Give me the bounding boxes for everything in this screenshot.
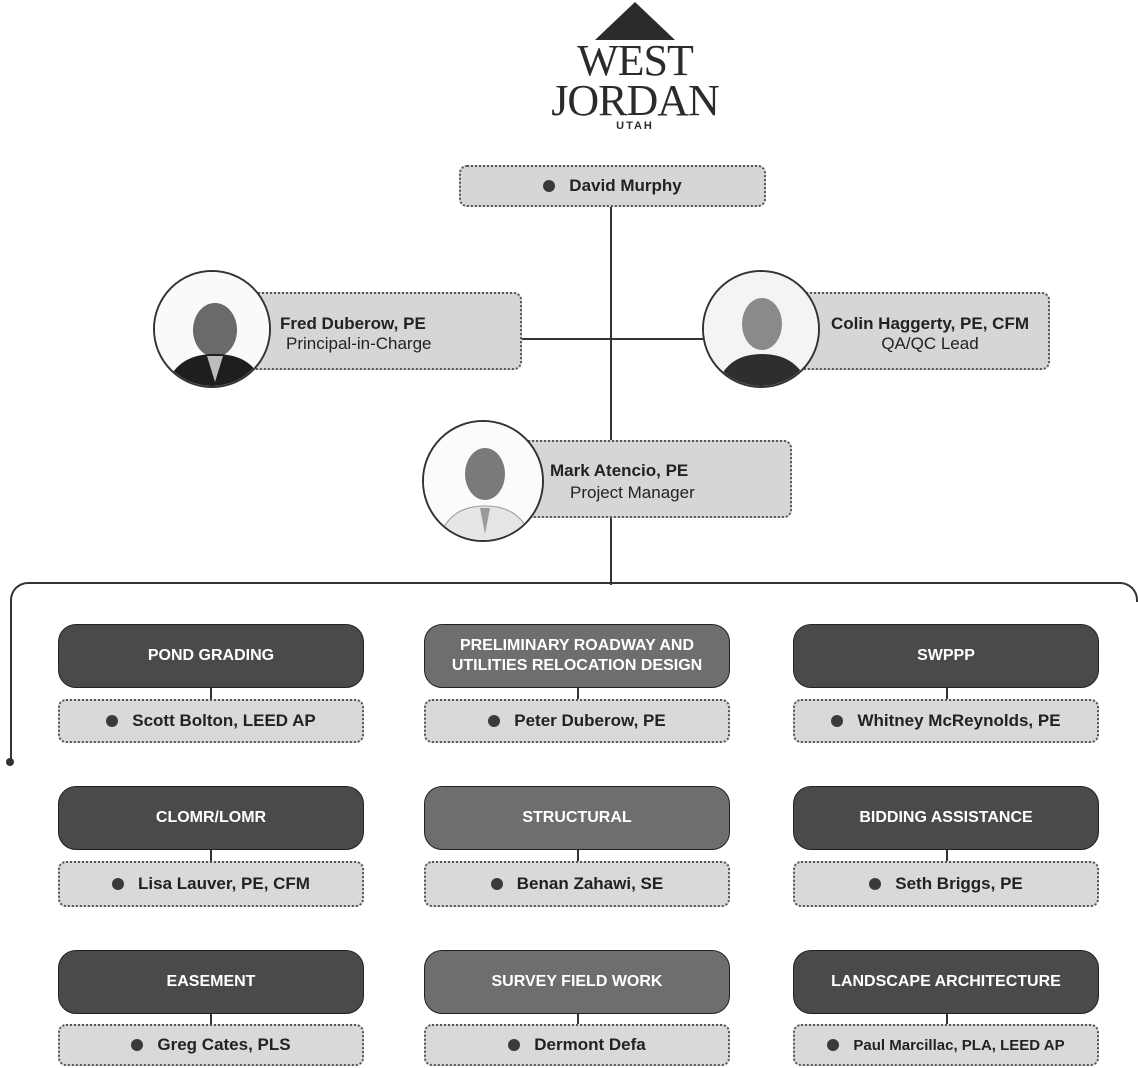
discipline-person-survey-field-work: Dermont Defa xyxy=(424,1024,730,1066)
discipline-header-structural: STRUCTURAL xyxy=(424,786,730,850)
discipline-person-structural: Benan Zahawi, SE xyxy=(424,861,730,907)
connector-horizontal-teams xyxy=(28,582,1122,584)
discipline-person-bidding-assistance: Seth Briggs, PE xyxy=(793,861,1099,907)
connector-left-drop xyxy=(10,600,12,762)
connector-vertical-main xyxy=(610,200,612,585)
bullet-icon xyxy=(831,715,844,727)
person-name: Lisa Lauver, PE, CFM xyxy=(138,874,310,893)
right-lead-role: QA/QC Lead xyxy=(881,334,979,353)
connector-d0 xyxy=(210,686,212,700)
discipline-header-pond-grading: POND GRADING xyxy=(58,624,364,688)
discipline-header-roadway-utilities: PRELIMINARY ROADWAY AND UTILITIES RELOCA… xyxy=(424,624,730,688)
manager-name: Mark Atencio, PE xyxy=(550,461,689,480)
discipline-person-easement: Greg Cates, PLS xyxy=(58,1024,364,1066)
connector-d7 xyxy=(577,1012,579,1026)
logo-line-1: WEST xyxy=(577,36,694,85)
connector-d8 xyxy=(946,1012,948,1026)
connector-d2 xyxy=(946,686,948,700)
discipline-person-roadway-utilities: Peter Duberow, PE xyxy=(424,699,730,743)
connector-horizontal-leads xyxy=(512,338,710,340)
left-lead-name: Fred Duberow, PE xyxy=(280,314,426,333)
discipline-person-clomr-lomr: Lisa Lauver, PE, CFM xyxy=(58,861,364,907)
connector-right-corner xyxy=(1118,582,1138,602)
person-name: Benan Zahawi, SE xyxy=(516,874,664,893)
person-name: Dermont Defa xyxy=(534,1035,646,1054)
logo-subtitle: UTAH xyxy=(616,120,654,132)
discipline-person-swppp: Whitney McReynolds, PE xyxy=(793,699,1099,743)
person-name: Scott Bolton, LEED AP xyxy=(132,711,316,730)
left-lead-box: Fred Duberow, PE Principal-in-Charge xyxy=(230,292,522,370)
connector-d1 xyxy=(577,686,579,700)
bullet-icon xyxy=(112,878,125,890)
connector-d6 xyxy=(210,1012,212,1026)
west-jordan-logo: WEST JORDAN UTAH xyxy=(540,0,730,150)
connector-d3 xyxy=(210,848,212,862)
person-name: Whitney McReynolds, PE xyxy=(857,711,1061,730)
discipline-header-bidding-assistance: BIDDING ASSISTANCE xyxy=(793,786,1099,850)
person-name: Seth Briggs, PE xyxy=(895,874,1023,893)
person-name: Greg Cates, PLS xyxy=(157,1035,291,1054)
bullet-icon xyxy=(490,878,503,890)
discipline-person-landscape-architecture: Paul Marcillac, PLA, LEED AP xyxy=(793,1024,1099,1066)
bullet-icon xyxy=(106,715,119,727)
bullet-icon xyxy=(827,1039,840,1051)
connector-d4 xyxy=(577,848,579,862)
discipline-header-survey-field-work: SURVEY FIELD WORK xyxy=(424,950,730,1014)
bullet-icon xyxy=(488,715,501,727)
bullet-icon xyxy=(508,1039,521,1051)
top-person-name: David Murphy xyxy=(569,176,682,195)
person-name: Peter Duberow, PE xyxy=(514,711,666,730)
bullet-icon xyxy=(543,180,556,192)
discipline-person-pond-grading: Scott Bolton, LEED AP xyxy=(58,699,364,743)
mountain-icon xyxy=(595,2,675,40)
fred-duberow-avatar xyxy=(153,270,271,388)
person-name: Paul Marcillac, PLA, LEED AP xyxy=(853,1036,1065,1054)
bullet-icon xyxy=(869,878,882,890)
right-lead-name: Colin Haggerty, PE, CFM xyxy=(830,314,1030,333)
connector-d5 xyxy=(946,848,948,862)
left-lead-role: Principal-in-Charge xyxy=(286,334,432,353)
discipline-header-swppp: SWPPP xyxy=(793,624,1099,688)
discipline-header-clomr-lomr: CLOMR/LOMR xyxy=(58,786,364,850)
discipline-header-easement: EASEMENT xyxy=(58,950,364,1014)
mark-atencio-avatar xyxy=(422,420,544,542)
logo-line-2: JORDAN xyxy=(551,76,720,125)
discipline-header-landscape-architecture: LANDSCAPE ARCHITECTURE xyxy=(793,950,1099,1014)
connector-left-corner xyxy=(10,582,30,602)
top-person-box: David Murphy xyxy=(459,165,766,207)
bullet-icon xyxy=(131,1039,144,1051)
connector-left-end xyxy=(6,758,14,766)
manager-role: Project Manager xyxy=(570,483,695,502)
colin-haggerty-avatar xyxy=(702,270,820,388)
